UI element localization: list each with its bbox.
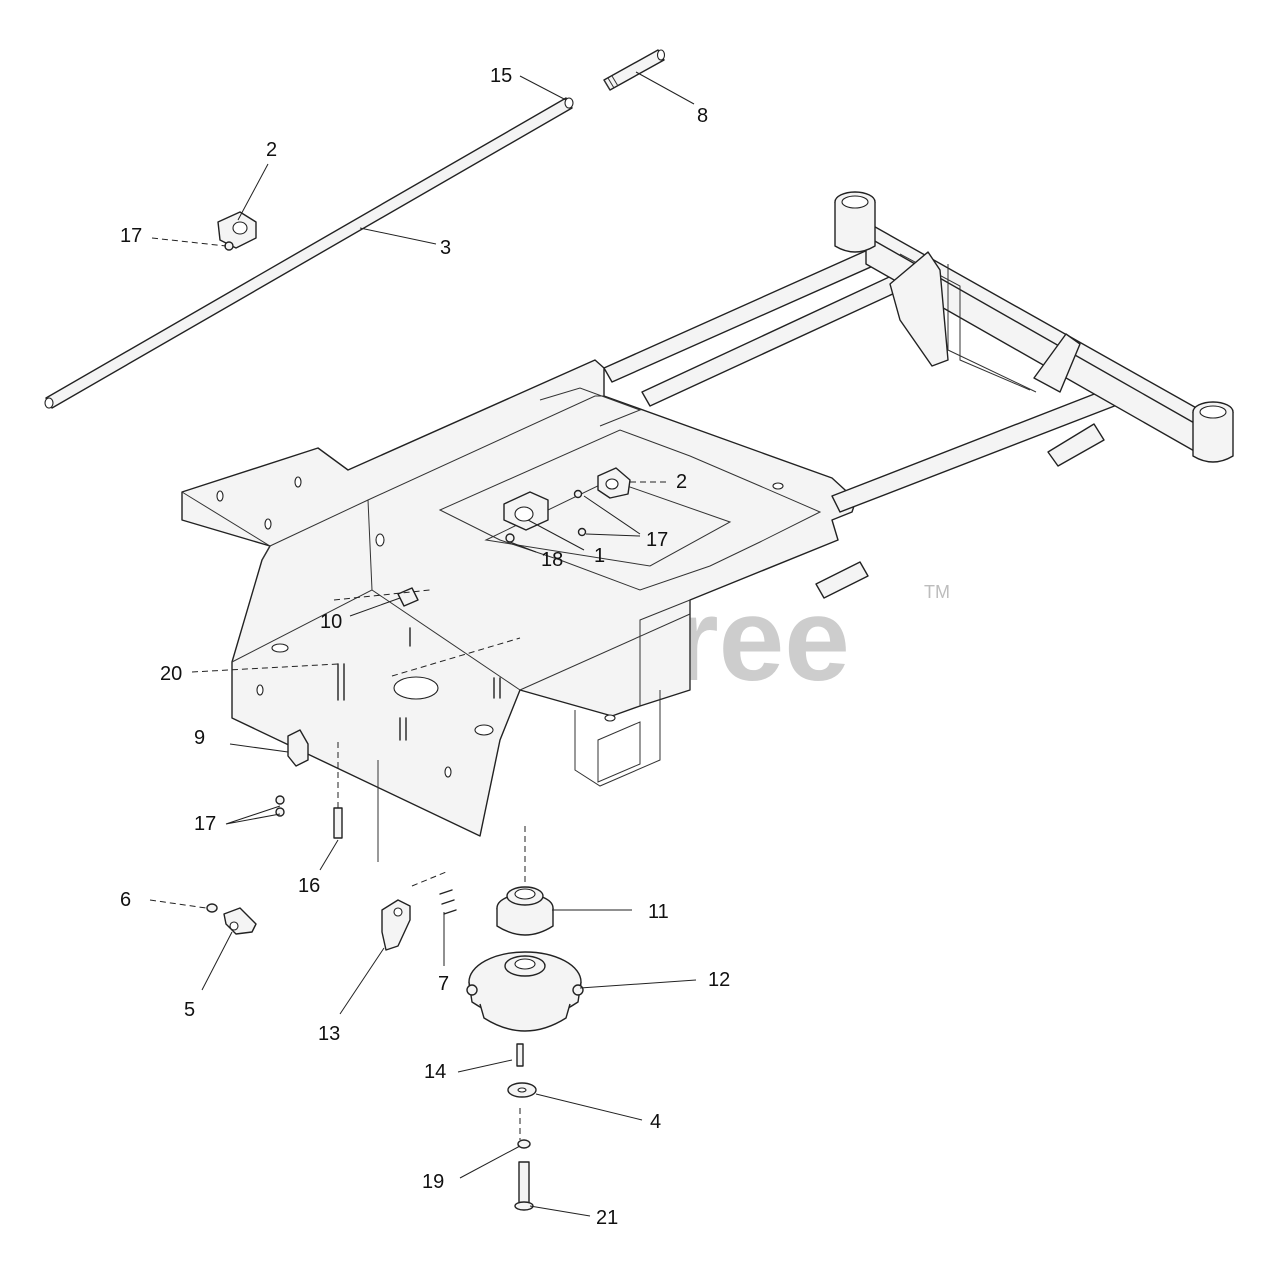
callout-15: 15 [490,65,512,87]
callout-13: 13 [318,1023,340,1045]
callout-14: 14 [424,1061,446,1083]
watermark-trademark: TM [924,582,950,602]
tractor-frame [181,191,1234,862]
callout-3: 3 [440,237,451,259]
pin-part-8 [603,49,666,91]
callout-20: 20 [160,663,182,685]
center-bushing-assembly [503,467,631,543]
callout-7: 7 [438,973,449,995]
callout-19: 19 [422,1171,444,1193]
callout-6: 6 [120,889,131,911]
callout-17-upper: 17 [120,225,142,247]
pulley-part-11 [496,886,554,936]
clutch-part-12 [466,951,584,1032]
shaft-hardware [507,1043,537,1211]
callout-2-center: 2 [676,471,687,493]
left-hardware [275,587,419,839]
callout-21: 21 [596,1207,618,1229]
bushing-part-2-upper [217,211,257,251]
rod-part-3 [44,97,574,409]
leader-lines [149,71,697,1217]
callout-4: 4 [650,1111,661,1133]
callout-1: 1 [594,545,605,567]
callout-2-upper: 2 [266,139,277,161]
callout-8: 8 [697,105,708,127]
callout-12: 12 [708,969,730,991]
callout-16: 16 [298,875,320,897]
callout-17-center: 17 [646,529,668,551]
callout-10: 10 [320,611,342,633]
callout-18: 18 [541,549,563,571]
bracket-part-13 [381,889,457,951]
callout-5: 5 [184,999,195,1021]
callout-17-lower: 17 [194,813,216,835]
callout-11: 11 [648,901,669,923]
callout-labels: 15 8 2 17 3 2 17 18 1 10 20 9 17 16 6 5 … [120,65,730,1229]
callout-9: 9 [194,727,205,749]
fitting-part-5-6 [206,903,257,935]
